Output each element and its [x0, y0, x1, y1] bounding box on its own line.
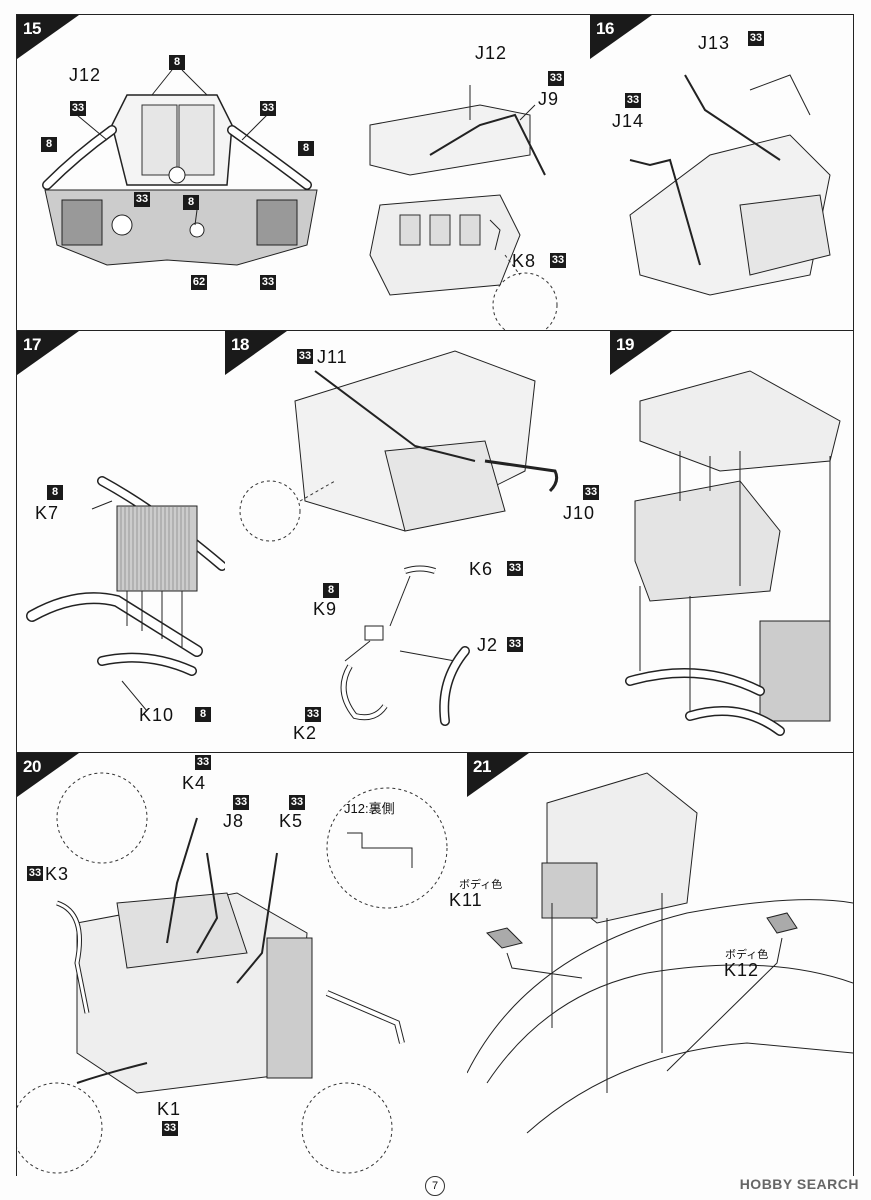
s20-label-k5: K5 [279, 811, 304, 831]
s15-badge-8-mid: 8 [183, 195, 199, 210]
row-divider-1 [16, 330, 854, 331]
s20-callout-j12-back: J12:裏側 [344, 801, 395, 816]
s21-label-body-color-1: ボディ色 [459, 879, 503, 891]
s20-badge-33-k3: 33 [27, 866, 43, 881]
step-18-panel: 18 33 J11 33 J10 K6 33 8 K9 J2 33 33 K2 [225, 331, 610, 752]
page-number: 7 [425, 1176, 445, 1196]
s15-label-j12: J12 [69, 65, 102, 85]
step-15-pipe-drawing [369, 85, 558, 330]
s20-badge-33-k1: 33 [162, 1121, 178, 1136]
s15-badge-33-mid: 33 [134, 192, 150, 207]
s15-badge-8-top: 8 [169, 55, 185, 70]
step-20-panel: 20 33 K4 33 J8 33 K5 J12:裏側 33 K3 K1 33 [17, 753, 467, 1176]
step-17-number: 17 [23, 335, 41, 354]
s20-label-k4: K4 [182, 773, 207, 793]
watermark-logo: HOBBY SEARCH [739, 1176, 859, 1192]
s16-label-j13: J13 [698, 33, 731, 53]
s20-label-k3: K3 [45, 864, 70, 884]
s20-badge-33-k4: 33 [195, 755, 211, 770]
s18-badge-33-j10: 33 [583, 485, 599, 500]
s18-label-k9: K9 [313, 599, 338, 619]
s15b-badge-33-k8: 33 [550, 253, 566, 268]
s17-badge-8-k10: 8 [195, 707, 211, 722]
step-20-engine-drawing [17, 772, 448, 1174]
s15-badge-33-bottom-right: 33 [260, 275, 276, 290]
page-left-border [16, 14, 17, 1176]
s15-badge-62: 62 [191, 275, 207, 290]
s18-label-j10: J10 [563, 503, 596, 523]
row-divider-2 [16, 752, 854, 753]
s17-label-k7: K7 [35, 503, 60, 523]
s18-label-k6: K6 [469, 559, 494, 579]
s15-badge-8-left: 8 [41, 137, 57, 152]
s18-badge-33-k6: 33 [507, 561, 523, 576]
s15b-label-k8: K8 [512, 251, 537, 271]
step-18-number: 18 [231, 335, 249, 354]
step-16-panel: 16 J13 33 33 J14 [590, 15, 853, 330]
step-21-number: 21 [473, 757, 491, 776]
step-19-assembly-drawing [625, 370, 841, 736]
step-18-hose-drawing [239, 350, 559, 726]
s20-label-k1: K1 [157, 1099, 182, 1119]
step-17-intercooler-drawing [26, 476, 225, 712]
s20-badge-33-k5: 33 [289, 795, 305, 810]
s16-badge-33-j13: 33 [748, 31, 764, 46]
step-16-intake-drawing [629, 74, 831, 296]
step-15-engine-drawing [42, 69, 318, 266]
s15b-label-j9: J9 [538, 89, 560, 109]
page-top-border [16, 14, 854, 15]
s16-badge-33-j14: 33 [625, 93, 641, 108]
step-19-number: 19 [616, 335, 634, 354]
s18-badge-8-k9: 8 [323, 583, 339, 598]
step-20-number: 20 [23, 757, 41, 776]
step-15-detail-panel: J12 33 J9 K8 33 [350, 15, 590, 330]
s18-label-k2: K2 [293, 723, 318, 743]
s20-badge-33-j8: 33 [233, 795, 249, 810]
step-21-panel: 21 ボディ色 K11 ボディ色 K12 [449, 753, 853, 1176]
s18-badge-33-k2: 33 [305, 707, 321, 722]
s17-label-k10: K10 [139, 705, 175, 725]
s18-badge-33-j11: 33 [297, 349, 313, 364]
step-15-panel: 15 8 J12 33 33 8 8 33 8 62 33 [17, 15, 347, 330]
s15b-label-j12: J12 [475, 43, 508, 63]
s21-label-body-color-2: ボディ色 [725, 949, 769, 961]
s16-label-j14: J14 [612, 111, 645, 131]
s18-label-j11: J11 [317, 347, 348, 367]
step-17-panel: 17 8 K7 K10 8 [17, 331, 225, 752]
step-19-panel: 19 [610, 331, 853, 752]
step-16-number: 16 [596, 19, 614, 38]
s15-badge-33-right: 33 [260, 101, 276, 116]
s15-badge-33-left: 33 [70, 101, 86, 116]
s15-badge-8-right: 8 [298, 141, 314, 156]
s18-label-j2: J2 [477, 635, 499, 655]
s15b-badge-33: 33 [548, 71, 564, 86]
s18-badge-33-j2: 33 [507, 637, 523, 652]
s20-label-j8: J8 [223, 811, 245, 831]
step-21-car-drawing [467, 772, 853, 1134]
s21-label-k12: K12 [724, 960, 760, 980]
step-15-number: 15 [23, 19, 41, 38]
page-right-border [853, 14, 854, 1176]
s21-label-k11: K11 [449, 890, 483, 910]
s17-badge-8: 8 [47, 485, 63, 500]
